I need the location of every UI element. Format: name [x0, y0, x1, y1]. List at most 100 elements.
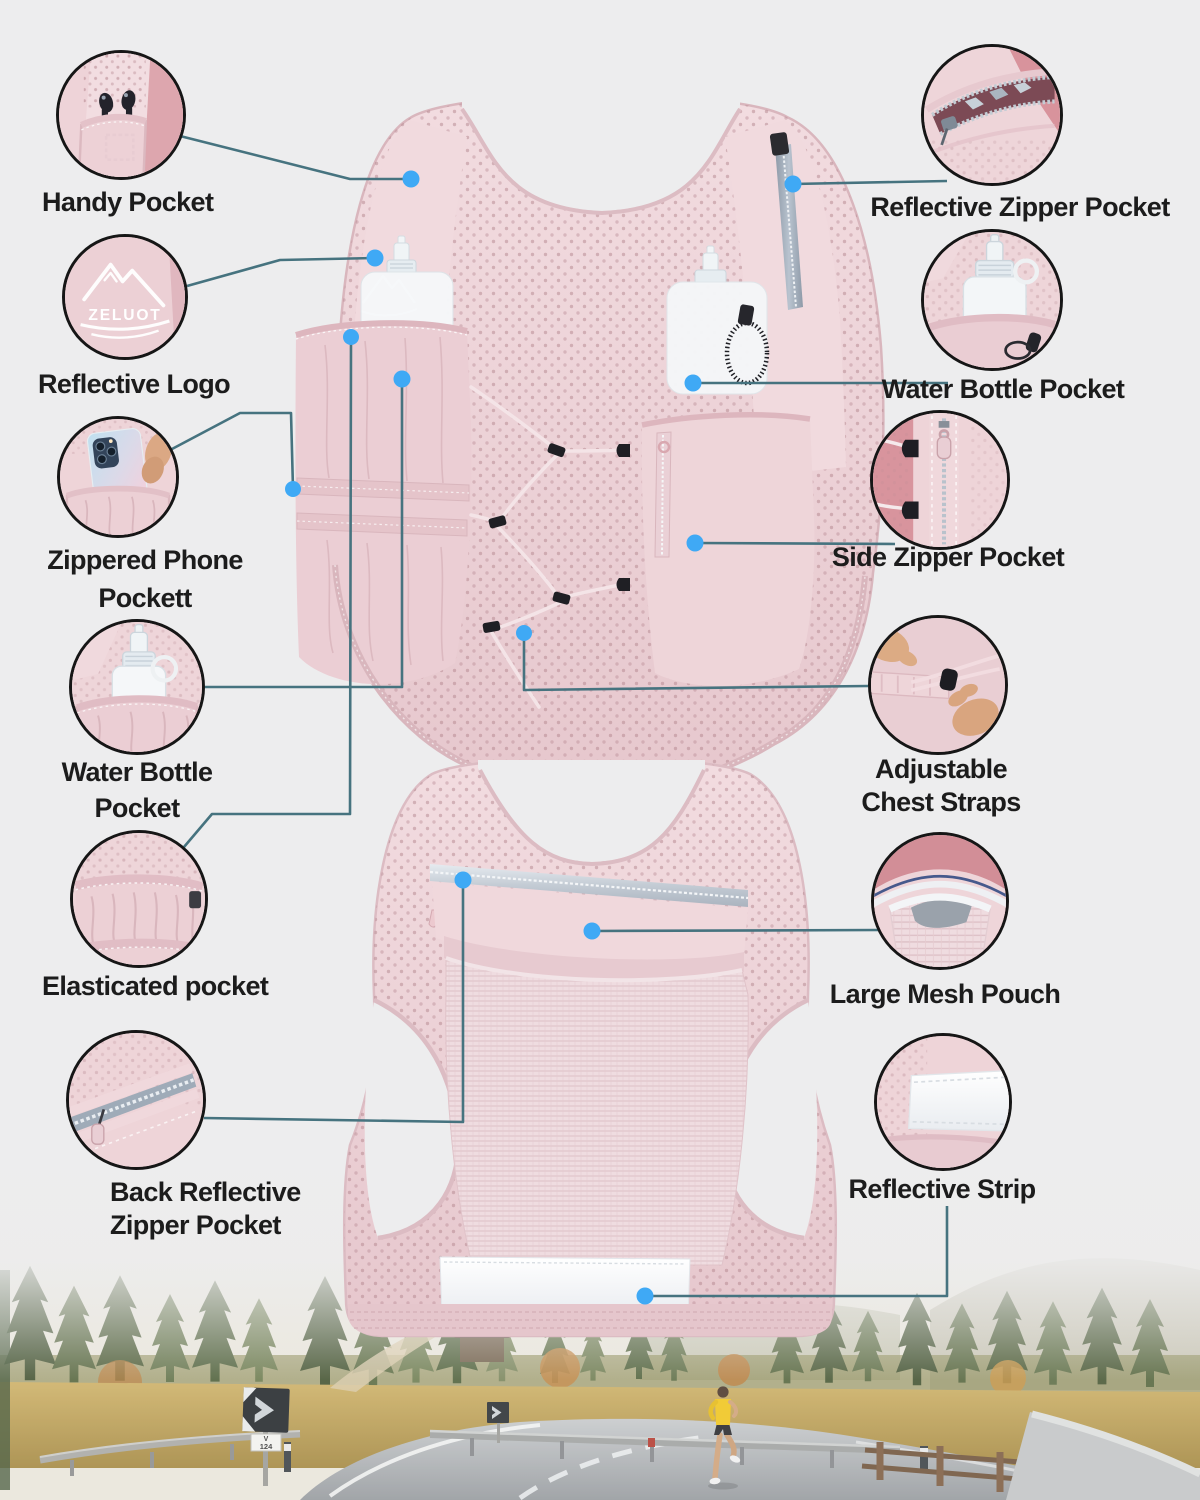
- callout-dots: [285, 170, 802, 1305]
- figure-water-bottle-pocket-right: [921, 229, 1063, 371]
- runner-rear-leg: [724, 1432, 737, 1460]
- label-text: Elasticated pocket: [42, 971, 269, 1001]
- back-vest-body: [342, 760, 838, 1338]
- chevron-sign-small: [487, 1402, 509, 1443]
- mesh-pouch: [888, 893, 992, 967]
- road-edge-line: [328, 1423, 541, 1498]
- callout-dot: [454, 871, 472, 889]
- label-adjustable-chest-straps: Adjustable Chest Straps: [741, 753, 1141, 819]
- earbuds: [99, 90, 136, 124]
- line-side-zipper-pocket: [694, 541, 896, 546]
- label-text: Large Mesh Pouch: [829, 979, 1061, 1009]
- chevron-sign: V 124: [242, 1387, 290, 1486]
- mountain-logo-icon: [82, 262, 166, 308]
- label-zippered-phone-pocket: Zippered Phone Pockett: [5, 541, 285, 617]
- figure-reflective-strip: [874, 1033, 1012, 1171]
- line-adjustable-chest-straps: [522, 633, 869, 692]
- cord-hooks: [901, 439, 919, 519]
- label-water-bottle-pocket-right: Water Bottle Pocket: [803, 373, 1200, 406]
- line-elasticated-pocket: [183, 336, 353, 848]
- label-text: Back Reflective: [110, 1177, 301, 1207]
- callout-dot: [343, 329, 359, 345]
- figure-handy-pocket: [56, 50, 186, 180]
- label-text: Handy Pocket: [42, 187, 214, 217]
- callout-dot: [366, 249, 384, 267]
- label-text: Water Bottle: [61, 757, 213, 787]
- diagonal-zipper: [69, 1063, 200, 1145]
- hand-lower: [948, 683, 999, 736]
- front-vest-illustration: [295, 95, 885, 808]
- side-zipper-pull: [657, 440, 671, 454]
- figure-back-reflective-zipper-pocket: [66, 1030, 206, 1170]
- line-reflective-logo: [186, 256, 376, 288]
- figure-large-mesh-pouch: [871, 832, 1009, 970]
- velcro-square: [104, 133, 135, 161]
- label-text: Pocket: [94, 793, 181, 823]
- bladder-tube-line: [874, 875, 1006, 898]
- label-back-reflective-zipper-pocket: Back Reflective Zipper Pocket: [110, 1176, 301, 1242]
- figure-adjustable-chest-straps: [868, 615, 1008, 755]
- road-sign-number: 124: [260, 1442, 273, 1451]
- road-sign-letter: V: [264, 1436, 269, 1443]
- label-side-zipper-pocket: Side Zipper Pocket: [748, 541, 1148, 574]
- figure-water-bottle-pocket-left: [69, 619, 205, 755]
- label-text: Side Zipper Pocket: [831, 542, 1065, 572]
- road-center-line: [518, 1434, 707, 1500]
- side-zipper-pocket-panel: [641, 411, 815, 686]
- callout-dot: [636, 1287, 654, 1305]
- label-text: Zippered Phone: [47, 545, 243, 575]
- label-text: Zipper Pocket: [110, 1210, 281, 1240]
- guardrail-right: [429, 1429, 928, 1472]
- runner-shorts: [714, 1423, 732, 1435]
- cord-lock: [939, 668, 958, 691]
- label-text: Water Bottle Pocket: [881, 374, 1125, 404]
- bottle-cord-loop: [724, 304, 770, 386]
- brand-logo-text: ZELUOT: [88, 307, 161, 324]
- elastic-band-lower: [296, 512, 468, 537]
- line-reflective-strip: [645, 1206, 949, 1298]
- label-reflective-zipper-pocket: Reflective Zipper Pocket: [830, 191, 1200, 224]
- label-reflective-logo: Reflective Logo: [38, 368, 231, 401]
- callout-dot: [684, 374, 702, 392]
- back-neck-opening: [478, 760, 705, 862]
- back-vest-illustration: [342, 760, 838, 1338]
- back-bottom-band: [348, 1304, 832, 1336]
- rail-reflector: [648, 1438, 655, 1447]
- line-water-bottle-left: [205, 379, 404, 689]
- front-reflective-zipper: [769, 132, 803, 310]
- foreground-guardrail: [1006, 1412, 1200, 1500]
- strap-cords: [910, 653, 1001, 693]
- cord-toggles: [482, 443, 630, 633]
- callout-dot: [393, 370, 411, 388]
- open-zipper: [924, 68, 1055, 146]
- zipper-slider: [941, 116, 958, 132]
- callout-dot: [686, 534, 704, 552]
- figure-reflective-zipper-pocket: [921, 44, 1063, 186]
- runner-front-leg: [712, 1432, 723, 1481]
- stored-item: [910, 899, 972, 928]
- figure-side-zipper-pocket: [870, 410, 1010, 550]
- callout-lines: [171, 134, 949, 1298]
- vertical-zipper: [929, 413, 959, 547]
- label-text: Reflective Logo: [38, 369, 231, 399]
- line-zippered-phone-pocket: [171, 411, 295, 490]
- label-text: Pockett: [98, 583, 192, 613]
- label-water-bottle-pocket-left: Water Bottle Pocket: [0, 754, 274, 826]
- label-handy-pocket: Handy Pocket: [42, 186, 214, 219]
- pocket-zip-tab: [189, 891, 202, 909]
- label-text: Reflective Strip: [848, 1174, 1037, 1204]
- callout-dot: [516, 625, 532, 641]
- callout-dot: [583, 922, 601, 940]
- bollard: [284, 1442, 291, 1472]
- figure-zippered-phone-pocket: [57, 416, 179, 538]
- callout-dot: [784, 175, 802, 193]
- line-large-mesh-pouch: [591, 928, 881, 933]
- road-sign-plate: V 124: [250, 1433, 282, 1452]
- figure-reflective-logo: ZELUOT: [62, 234, 188, 360]
- label-elasticated-pocket: Elasticated pocket: [42, 970, 269, 1003]
- line-handy-pocket: [179, 134, 411, 181]
- zipper-pull: [769, 132, 790, 156]
- large-mesh-pouch: [444, 936, 749, 1266]
